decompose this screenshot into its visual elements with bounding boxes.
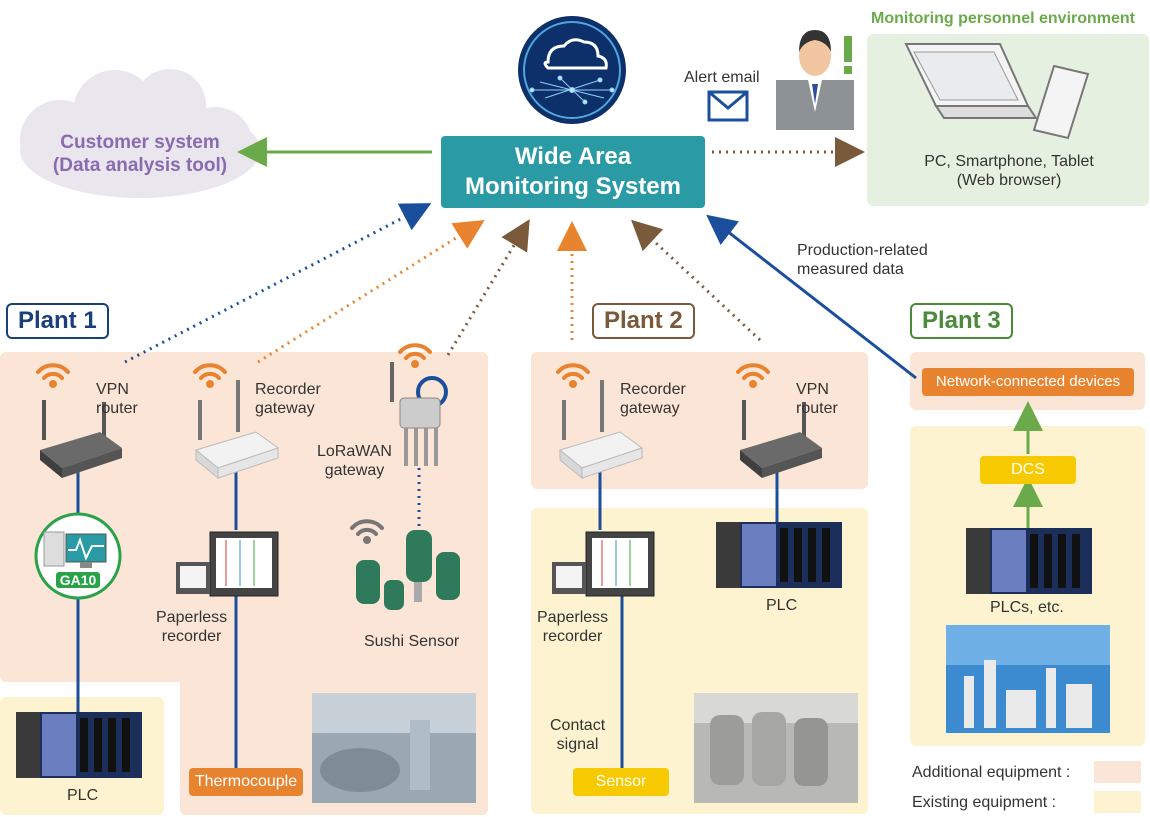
production-line1: Production-related — [797, 242, 928, 259]
plant1-plc-label: PLC — [67, 787, 99, 804]
label-line: Contact — [550, 717, 606, 734]
plant1-recorder-gateway-label: Recorder gateway — [255, 380, 321, 418]
center-title-line1: Wide Area — [514, 143, 632, 170]
legend-additional-swatch — [1094, 761, 1141, 783]
vpn-router-icon — [740, 400, 822, 478]
laptop-icon — [904, 43, 1038, 119]
wide-area-monitoring-system: Wide Area Monitoring System — [441, 136, 705, 208]
label-line: Recorder — [255, 381, 321, 398]
plant2-vpn-router-label: VPN router — [796, 380, 838, 418]
ga10-label: GA10 — [59, 572, 97, 588]
vpn-router-icon — [40, 400, 122, 478]
wifi-icon — [556, 363, 590, 388]
email-icon — [707, 90, 749, 122]
label-line: LoRaWAN — [317, 443, 392, 460]
alert-email-label: Alert email — [684, 69, 760, 86]
wifi-icon — [193, 363, 227, 388]
customer-system: Customer system (Data analysis tool) — [24, 131, 256, 177]
production-data-label: Production-related measured data — [797, 241, 928, 279]
label-line: Recorder — [620, 381, 686, 398]
dcs-tag: DCS — [980, 456, 1076, 484]
plant1-paperless-label: Paperless recorder — [156, 608, 227, 646]
label-line: signal — [556, 736, 599, 753]
plant2-recorder-gateway-label: Recorder gateway — [620, 380, 686, 418]
plant2-title: Plant 2 — [592, 303, 695, 339]
production-line2: measured data — [797, 261, 904, 278]
plc-icon — [16, 712, 142, 778]
center-title-line2: Monitoring System — [464, 173, 681, 200]
customer-line2: (Data analysis tool) — [52, 155, 228, 176]
wifi-icon — [36, 363, 70, 388]
label-line: recorder — [542, 628, 603, 645]
plant3-title: Plant 3 — [910, 303, 1013, 339]
customer-cloud — [20, 69, 260, 198]
plc-icon — [966, 528, 1092, 594]
sushi-sensor-icon — [356, 530, 460, 610]
uplink-plant3 — [706, 214, 917, 380]
label-line: gateway — [324, 462, 385, 479]
uplink-plant1-recorder — [257, 220, 485, 364]
label-line: gateway — [255, 400, 315, 417]
plant3-facility-photo — [946, 625, 1110, 733]
legend-existing-swatch — [1094, 791, 1141, 813]
alert-icon — [844, 36, 852, 74]
devices-label: PC, Smartphone, Tablet (Web browser) — [900, 152, 1118, 190]
sushi-sensor-label: Sushi Sensor — [364, 633, 460, 650]
label-line: recorder — [161, 628, 222, 645]
label-line: Paperless — [537, 609, 609, 626]
label-line: gateway — [620, 400, 680, 417]
paperless-recorder-icon — [176, 531, 279, 597]
plant2-paperless-label: Paperless recorder — [537, 608, 608, 646]
sensor-tag: Sensor — [573, 768, 669, 796]
plant2-facility-photo — [694, 693, 858, 803]
monitoring-heading: Monitoring personnel environment — [871, 10, 1136, 27]
recorder-gateway-icon — [194, 380, 280, 480]
cloud-emblem-icon — [518, 16, 626, 124]
contact-signal-label: Contact signal — [550, 716, 605, 754]
smartphone-icon — [1032, 64, 1090, 140]
label-line: Paperless — [156, 609, 228, 626]
customer-line1: Customer system — [60, 132, 220, 153]
legend-additional-label: Additional equipment : — [912, 764, 1071, 781]
paperless-recorder-icon — [552, 531, 655, 597]
uplink-plant1-lorawan — [446, 219, 530, 356]
plant1-title: Plant 1 — [6, 303, 109, 339]
person-icon — [776, 30, 854, 130]
label-line: VPN — [96, 381, 129, 398]
ga10-icon — [34, 512, 122, 600]
label-line: router — [796, 400, 838, 417]
label-line: VPN — [796, 381, 829, 398]
wifi-gray-icon — [350, 519, 384, 544]
network-devices-tag: Network-connected devices — [922, 368, 1134, 396]
plant1-facility-photo — [312, 693, 476, 803]
plant1-lorawan-label: LoRaWAN gateway — [317, 442, 392, 480]
legend-existing-label: Existing equipment : — [912, 794, 1057, 811]
lorawan-gateway-icon — [390, 362, 448, 466]
thermocouple-tag: Thermocouple — [189, 768, 303, 796]
label-line: router — [96, 400, 138, 417]
wifi-icon — [736, 363, 770, 388]
recorder-gateway-icon — [558, 380, 644, 480]
plcs-label: PLCs, etc. — [990, 599, 1064, 616]
plant1-vpn-router-label: VPN router — [96, 380, 138, 418]
plant2-plc-label: PLC — [766, 597, 798, 614]
plc-icon — [716, 522, 842, 588]
devices-line2: (Web browser) — [956, 172, 1062, 189]
uplink-plant1-vpn — [124, 203, 432, 364]
devices-line1: PC, Smartphone, Tablet — [924, 153, 1094, 170]
uplink-plant2-vpn — [631, 219, 762, 342]
wifi-icon — [398, 343, 432, 368]
